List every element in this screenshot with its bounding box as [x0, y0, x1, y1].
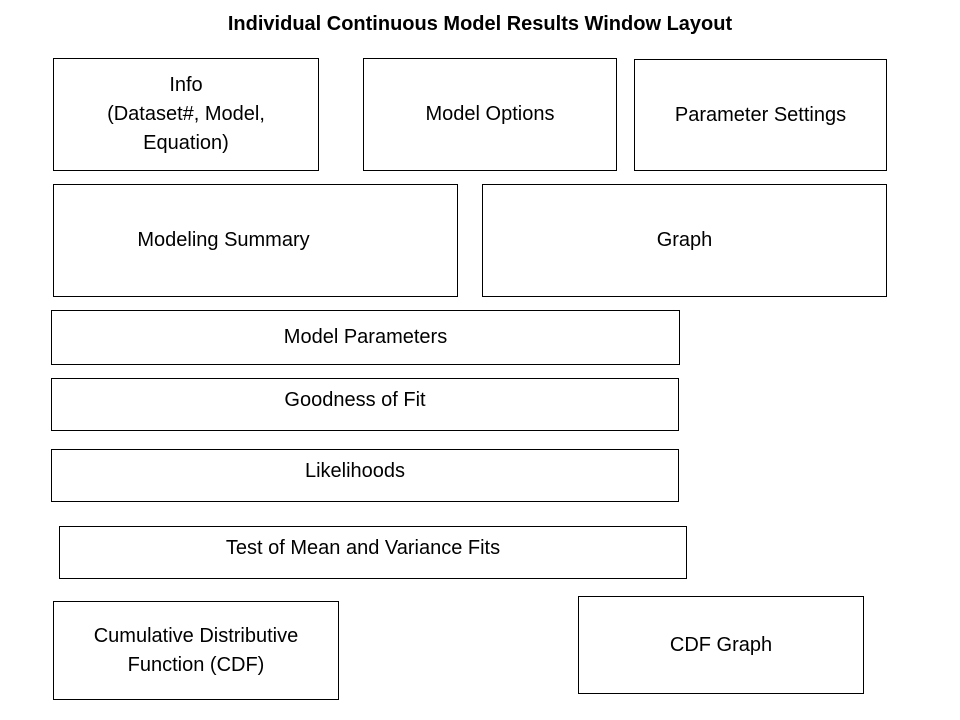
parameter-settings-box: Parameter Settings [634, 59, 887, 171]
modeling-summary-box-label: Modeling Summary [137, 229, 310, 251]
likelihoods-box: Likelihoods [51, 449, 679, 502]
goodness-of-fit-box: Goodness of Fit [51, 378, 679, 431]
test-mean-variance-box: Test of Mean and Variance Fits [59, 526, 687, 579]
graph-box-label: Graph [656, 229, 713, 251]
graph-box: Graph [482, 184, 887, 297]
goodness-of-fit-box-label: Goodness of Fit [284, 389, 426, 411]
cdf-graph-box: CDF Graph [578, 596, 864, 694]
cdf-box-label: Cumulative Distributive Function (CDF) [93, 624, 299, 676]
diagram-title: Individual Continuous Model Results Wind… [227, 13, 733, 35]
info-box-label: Info (Dataset#, Model, Equation) [107, 74, 265, 154]
test-mean-variance-box-label: Test of Mean and Variance Fits [225, 537, 501, 559]
model-parameters-box: Model Parameters [51, 310, 680, 365]
parameter-settings-box-label: Parameter Settings [674, 103, 847, 126]
modeling-summary-box: Modeling Summary [53, 184, 458, 297]
likelihoods-box-label: Likelihoods [304, 460, 406, 482]
info-box: Info (Dataset#, Model, Equation) [53, 58, 319, 171]
model-parameters-box-label: Model Parameters [283, 326, 448, 348]
model-options-box: Model Options [363, 58, 617, 171]
cdf-graph-box-label: CDF Graph [669, 633, 773, 656]
model-options-box-label: Model Options [425, 103, 555, 125]
cdf-box: Cumulative Distributive Function (CDF) [53, 601, 339, 700]
